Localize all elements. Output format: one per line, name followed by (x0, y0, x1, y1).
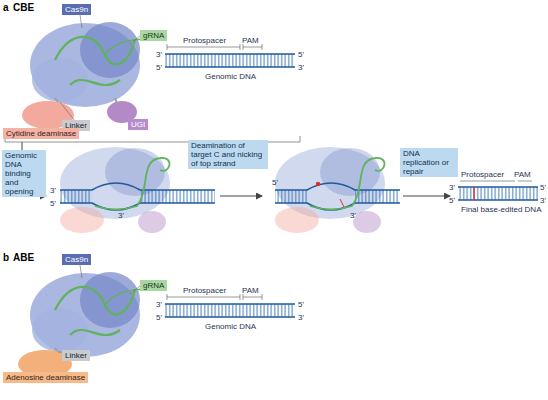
node-text: DNA replication or repair (403, 149, 455, 176)
panel-heading: a (3, 2, 9, 13)
dna-label: 5' (50, 199, 56, 208)
node-text: gRNA (143, 281, 164, 290)
node-text: Adenosine deaminase (6, 373, 85, 382)
dna-label: PAM (242, 36, 259, 45)
node-text: Cas9n (65, 255, 88, 264)
node-text: Genomic DNA binding and opening (5, 151, 43, 196)
step-box: DNA replication or repair (400, 148, 458, 177)
dna-label: 3' (298, 63, 304, 72)
protein-label: Cas9n (62, 4, 91, 15)
rna-label: gRNA (140, 280, 167, 291)
dna-label: PAM (514, 170, 531, 179)
step-box: Genomic DNA binding and opening (2, 150, 46, 197)
panel-heading: ABE (13, 252, 34, 263)
dna-label: 3' (449, 183, 455, 192)
abe-complex (18, 265, 150, 378)
cbe-complex (22, 15, 150, 129)
dna-label: Final base-edited DNA (461, 205, 541, 214)
dna-label: 5' (156, 313, 162, 322)
protein-label: Cas9n (62, 254, 91, 265)
dna-label: Genomic DNA (205, 322, 256, 331)
dna-label: 3' (118, 211, 124, 220)
step-arrow (403, 196, 450, 197)
final-dna (458, 181, 538, 200)
dna-label: Protospacer (183, 36, 226, 45)
dna-label: 3' (50, 186, 56, 195)
dna-label: 3' (298, 313, 304, 322)
step-box: Deamination of target C and nicking of t… (188, 140, 268, 169)
node-text: Cytidine deaminase (6, 129, 76, 138)
enzyme-label: Adenosine deaminase (3, 372, 88, 383)
protein-label: UGI (128, 119, 148, 130)
node-text: Linker (65, 351, 87, 360)
dna-label: Protospacer (183, 286, 226, 295)
node-text: Deamination of target C and nicking of t… (191, 141, 265, 168)
node-text: gRNA (143, 31, 164, 40)
dna-label: Genomic DNA (205, 72, 256, 81)
dna-label: 5' (298, 300, 304, 309)
panel-heading: b (3, 252, 9, 263)
genomic-dna (165, 44, 295, 67)
dna-label: 5' (156, 63, 162, 72)
dna-label: 5' (540, 183, 546, 192)
linker-label: Linker (62, 350, 90, 361)
deaminated-complex (275, 147, 400, 233)
step-arrow (220, 196, 262, 197)
dna-label: 3' (540, 196, 546, 205)
genomic-dna (165, 294, 295, 317)
dna-label: 3' (350, 211, 356, 220)
dna-label: 5' (449, 196, 455, 205)
dna-label: Protospacer (461, 170, 504, 179)
dna-label: 5' (272, 178, 278, 187)
enzyme-label: Cytidine deaminase (3, 128, 79, 139)
panel-heading: CBE (13, 2, 34, 13)
node-text: Cas9n (65, 5, 88, 14)
dna-label: PAM (242, 286, 259, 295)
dna-label: 3' (156, 50, 162, 59)
node-text: UGI (131, 120, 145, 129)
dna-label: 5' (298, 50, 304, 59)
dna-label: 3' (156, 300, 162, 309)
rna-label: gRNA (140, 30, 167, 41)
